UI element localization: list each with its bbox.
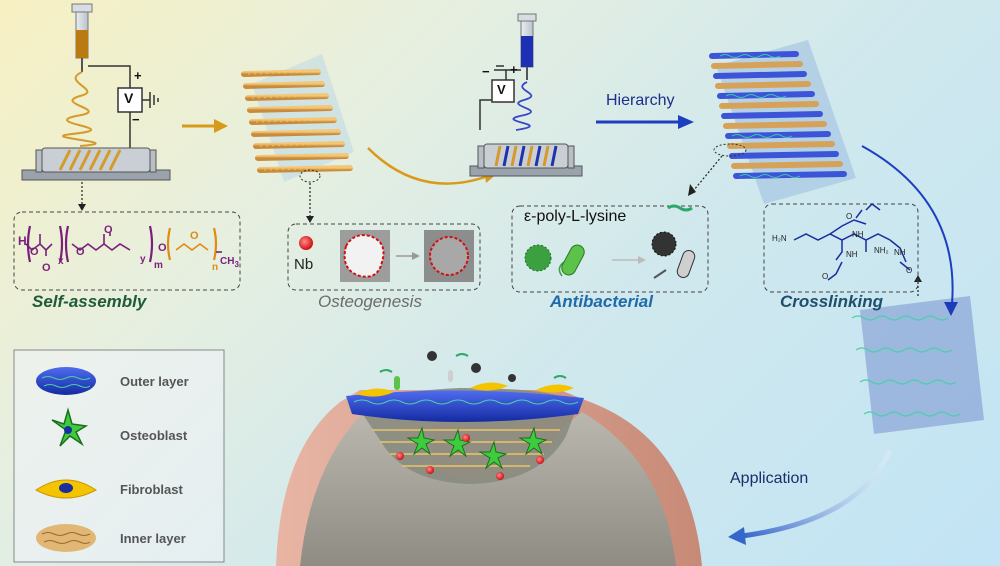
structure-h: H bbox=[18, 234, 27, 248]
structure-o-5: O bbox=[158, 242, 167, 254]
structure-o-6: O bbox=[190, 230, 199, 242]
structure-x: x bbox=[58, 256, 64, 267]
minus-label-2: − bbox=[482, 64, 490, 79]
plus-label-2: + bbox=[510, 62, 518, 77]
hierarchy-arrow bbox=[596, 115, 694, 129]
crosslink-nh-3: NH bbox=[894, 248, 906, 257]
osteogenesis-panel bbox=[299, 230, 474, 282]
crosslinking-caption: Crosslinking bbox=[780, 292, 883, 311]
crosslink-arrow bbox=[861, 145, 958, 316]
structure-m: m bbox=[154, 260, 163, 271]
electrospinning-setup-2 bbox=[469, 13, 583, 177]
structure-ch3: CH3 bbox=[220, 256, 239, 269]
fibroblast-icon bbox=[35, 479, 97, 499]
structure-o-3: O bbox=[76, 246, 85, 258]
self-assembly-box bbox=[13, 211, 241, 291]
structure-n: n bbox=[212, 262, 219, 273]
epl-label: ε-poly-L-lysine bbox=[524, 208, 627, 225]
antibacterial-panel bbox=[524, 204, 696, 279]
inner-layer-mat bbox=[241, 54, 354, 223]
crosslinked-mat bbox=[841, 275, 984, 434]
crosslink-o-1: O bbox=[846, 212, 853, 221]
legend-outer-layer: Outer layer bbox=[120, 374, 189, 389]
crosslink-nh-2: NH bbox=[852, 230, 864, 239]
bone-defect-scene bbox=[276, 351, 702, 566]
hierarchical-mat bbox=[688, 40, 856, 204]
application-label: Application bbox=[730, 470, 809, 487]
osteogenesis-caption: Osteogenesis bbox=[318, 292, 422, 311]
crosslink-nh-1: NH bbox=[846, 250, 858, 259]
arrow-to-mat bbox=[182, 119, 228, 133]
antibacterial-caption: Antibacterial bbox=[550, 292, 653, 311]
voltage-label-2: V bbox=[497, 82, 506, 97]
structure-o-1: O bbox=[30, 246, 39, 258]
application-arrow bbox=[728, 449, 893, 545]
self-assembly-caption: Self-assembly bbox=[32, 292, 147, 311]
inner-layer-icon bbox=[36, 524, 96, 552]
structure-o-4: O bbox=[104, 224, 113, 236]
osteogenesis-box bbox=[287, 223, 481, 291]
legend-fibroblast: Fibroblast bbox=[120, 482, 183, 497]
plus-label-1: + bbox=[134, 68, 142, 83]
minus-label-1: − bbox=[132, 112, 140, 127]
polymer-structure bbox=[25, 225, 222, 263]
electrospinning-setup-1 bbox=[21, 3, 171, 211]
antibacterial-box bbox=[511, 205, 709, 293]
hierarchy-label: Hierarchy bbox=[606, 92, 675, 109]
nb-label: Nb bbox=[294, 256, 314, 273]
legend-osteoblast: Osteoblast bbox=[120, 428, 188, 443]
crosslink-nh2: NH₂ bbox=[874, 246, 889, 255]
crosslinking-box bbox=[763, 203, 919, 293]
voltage-label-1: V bbox=[124, 90, 134, 106]
osteoblast-icon bbox=[51, 407, 89, 447]
crosslink-o-3: O bbox=[906, 266, 913, 275]
outer-layer-icon bbox=[36, 367, 96, 395]
structure-y: y bbox=[140, 254, 146, 265]
legend-inner-layer: Inner layer bbox=[120, 531, 186, 546]
crosslink-structure bbox=[793, 203, 911, 281]
structure-o-2: O bbox=[42, 262, 51, 274]
crosslink-h2n: H₂N bbox=[772, 234, 787, 243]
crosslink-o-2: O bbox=[822, 272, 829, 281]
